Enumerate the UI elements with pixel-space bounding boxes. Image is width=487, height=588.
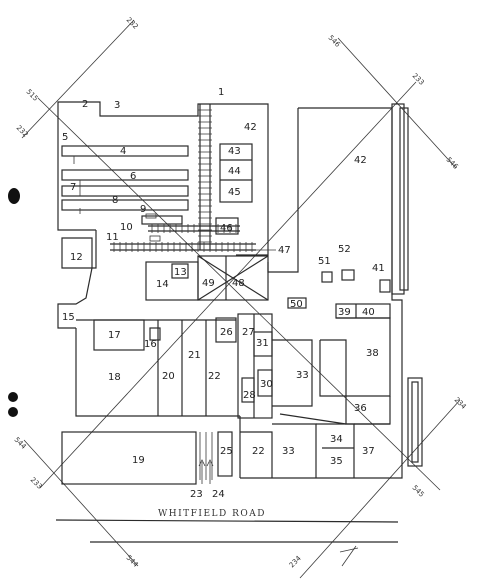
unit-23: 23 [190,489,203,500]
unit-27: 27 [242,327,255,338]
road: WHITFIELD ROAD [55,509,399,543]
unit-18: 18 [108,372,121,383]
unit-14: 14 [156,279,169,290]
marker-bottom-a: 544 [125,554,140,569]
unit-47: 47 [278,245,291,256]
unit-50: 50 [290,299,303,310]
entrance-arrows [198,459,214,484]
unit-19: 19 [132,455,145,466]
unit-37: 37 [362,446,375,457]
unit-48: 48 [232,278,245,289]
unit-9: 9 [140,204,146,215]
marker-top-left-c: 232 [15,124,30,139]
unit-16: 16 [144,339,157,350]
unit-5: 5 [62,132,68,143]
marker-bottom-c: 234 [288,554,303,569]
unit-24: 24 [212,489,225,500]
middle-buildings [145,255,307,309]
lower-buildings [75,313,313,419]
right-yard [240,103,423,479]
upper-buildings [57,101,269,329]
marker-bottom-b: 545 [411,484,426,499]
unit-44: 44 [228,166,241,177]
marker-right-b: 234 [453,396,468,411]
unit-34: 34 [330,434,343,445]
unit-36: 36 [354,403,367,414]
unit-4: 4 [120,146,126,157]
unit-39: 39 [338,307,351,318]
section-lines [21,19,461,579]
marker-top-left-a: 232 [125,16,140,31]
unit-26: 26 [220,327,233,338]
unit-20: 20 [162,371,175,382]
unit-52: 52 [338,244,351,255]
unit-31: 31 [256,338,269,349]
unit-49: 49 [202,278,215,289]
unit-12: 12 [70,252,83,263]
unit-6: 6 [130,171,136,182]
unit-7: 7 [70,182,76,193]
unit-33-lower: 33 [282,446,295,457]
marker-top-right-a: 546 [327,34,342,49]
unit-45: 45 [228,187,241,198]
unit-42-right: 42 [354,155,367,166]
unit-40: 40 [362,307,375,318]
unit-1: 1 [218,87,224,98]
unit-33-upper: 33 [296,370,309,381]
unit-30: 30 [260,379,273,390]
unit-43: 43 [228,146,241,157]
marker-top-right-b: 233 [411,72,426,87]
unit-labels: 1 2 3 4 5 6 7 8 9 10 11 12 13 14 15 16 1… [62,87,385,500]
unit-46: 46 [220,223,233,234]
unit-17: 17 [108,330,121,341]
unit-13: 13 [174,267,187,278]
unit-21: 21 [188,350,201,361]
unit-35: 35 [330,456,343,467]
unit-11: 11 [106,232,119,243]
marker-top-left-b: 515 [25,88,40,103]
unit-22-lower: 22 [252,446,265,457]
unit-10: 10 [120,222,133,233]
unit-41: 41 [372,263,385,274]
marker-left-b: 233 [29,476,44,491]
unit-28: 28 [243,390,256,401]
unit-15: 15 [62,312,75,323]
unit-8: 8 [112,195,118,206]
unit-22-upper: 22 [208,371,221,382]
unit-25: 25 [220,446,233,457]
unit-51: 51 [318,256,331,267]
unit-38: 38 [366,348,379,359]
section-marker-labels: 232 515 232 546 233 546 234 544 233 544 … [13,16,468,570]
rail-tracks [110,104,276,252]
road-name: WHITFIELD ROAD [158,509,266,519]
unit-3: 3 [114,100,120,111]
marker-left-a: 544 [13,436,28,451]
unit-42-left: 42 [244,122,257,133]
bottom-buildings [61,416,390,485]
unit-2: 2 [82,99,88,110]
punch-holes [8,188,20,417]
marker-right-a: 546 [445,156,460,171]
